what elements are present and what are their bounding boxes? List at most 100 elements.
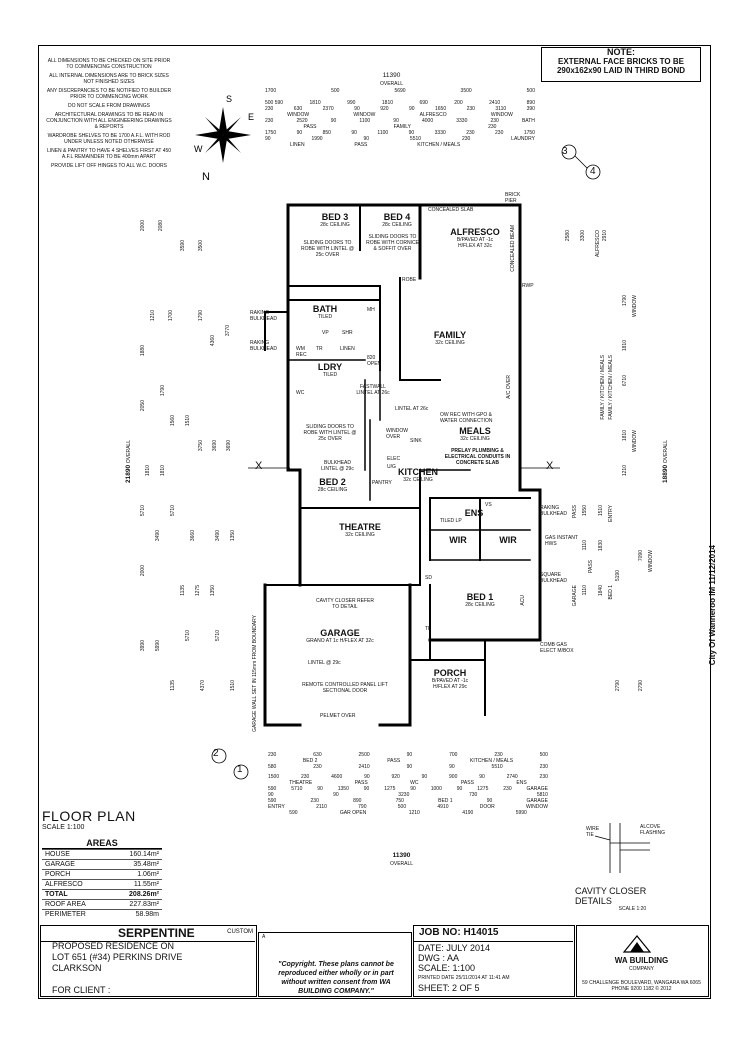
dim-text: 90 xyxy=(393,118,399,124)
note-raking-bulkhead-2: RAKING BULKHEAD xyxy=(250,340,277,352)
note-line-2: 290x162x90 LAID IN THIRD BOND xyxy=(556,66,686,75)
overall-top-label: OVERALL xyxy=(380,81,404,87)
dim-label: WC xyxy=(410,780,419,786)
dim-text: 230 xyxy=(300,774,310,780)
room-kitchen: KITCHEN 32c CEILING xyxy=(388,467,448,483)
dim-text: 90 xyxy=(364,774,370,780)
dim-text: 690 xyxy=(419,100,428,106)
dim-text: 750 xyxy=(395,798,404,804)
dim-text: 390 xyxy=(526,106,535,112)
dim-text: 5510 xyxy=(491,764,503,770)
dim-text: 500 xyxy=(331,88,340,94)
dim-label: 2110 xyxy=(316,804,327,810)
dim-text: 90 xyxy=(351,130,357,136)
dim-text: 4000 xyxy=(421,118,434,124)
dim-text: 90 xyxy=(410,786,416,792)
note-sink: SINK xyxy=(410,438,422,444)
company-name: WA BUILDING xyxy=(614,956,669,965)
dim-text: LAUNDRY xyxy=(511,136,535,142)
room-name: FAMILY xyxy=(433,330,467,340)
room-wir-1: WIR xyxy=(440,535,476,545)
dim-label: WINDOW xyxy=(353,112,376,118)
dim-label: LINEN xyxy=(289,142,305,148)
dim-text: 5990 xyxy=(515,810,527,816)
dim-text: 90 xyxy=(449,764,455,770)
note-sliding-bed4: SLIDING DOORS TO ROBE WITH CORNICE & SOF… xyxy=(366,234,419,252)
dim-label: FAMILY xyxy=(393,124,411,130)
dim-text: 3330 xyxy=(456,118,468,124)
cavity-alcove-label: ALCOVE FLASHING xyxy=(640,824,666,836)
dim-text: 230 xyxy=(503,786,512,792)
area-label: HOUSE xyxy=(42,849,110,860)
general-note: ALL INTERNAL DIMENSIONS ARE TO BRICK SIZ… xyxy=(49,73,169,85)
dim-label: BED 2 xyxy=(302,758,318,764)
note-fastwall: FASTWALL LINTEL AT 26c xyxy=(356,384,390,396)
note-window-over: WINDOW OVER xyxy=(386,428,408,440)
dim-text: 890 xyxy=(526,100,535,106)
dim-label: 230 xyxy=(488,124,497,130)
note-prelay: PRELAY PLUMBING & ELECTRICAL CONDUITS IN… xyxy=(444,448,511,466)
design-custom: CUSTOM xyxy=(227,929,253,935)
dim-text: 580 xyxy=(268,764,277,770)
section-arrow-icon xyxy=(561,144,601,180)
dim-text: 1810 xyxy=(309,100,321,106)
note-elec: ELEC xyxy=(387,456,401,462)
compass-n: N xyxy=(202,171,210,183)
dim-text: 500 xyxy=(526,88,535,94)
dim-text: 630 xyxy=(313,752,322,758)
area-value: 58.98m xyxy=(109,909,162,919)
dim-text: 4600 xyxy=(331,774,343,780)
project-address: PROPOSED RESIDENCE ON LOT 651 (#34) PERK… xyxy=(52,941,182,974)
title-block-company xyxy=(576,925,709,997)
job-scale: SCALE: 1:100 xyxy=(418,963,476,973)
note-raking-bulkhead: RAKING BULKHEAD xyxy=(250,310,277,322)
dim-text: 1275 xyxy=(384,786,396,792)
room-name: LDRY xyxy=(317,362,343,372)
dim-label: 90 xyxy=(486,798,493,804)
note-wm: WM xyxy=(296,346,305,352)
note-wc: WC xyxy=(296,390,305,396)
cavity-wire-label: WIRE TIE xyxy=(586,826,600,838)
dim-text: 1210 xyxy=(408,810,420,816)
dim-text: 1810 xyxy=(381,100,394,106)
room-floor: B/PAVED AT -1c xyxy=(456,237,494,243)
room-name: BED 4 xyxy=(383,212,411,222)
section-arrow-bottom-icon xyxy=(211,748,249,780)
dim-label: GAR OPEN xyxy=(339,810,367,816)
room-ceiling: 28c CEILING xyxy=(382,222,412,228)
dim-text: 4190 xyxy=(462,810,474,816)
section-mark-2: 2 xyxy=(213,748,219,759)
dim-text: 3230 xyxy=(398,792,410,798)
dim-text: 90 xyxy=(330,118,337,124)
job-sheet: SHEET: 2 OF 5 xyxy=(418,983,480,993)
room-bed-4: BED 4 28c CEILING xyxy=(372,212,422,228)
dim-text: 920 xyxy=(391,774,400,780)
note-ac-over: A/C OVER xyxy=(506,375,512,399)
room-porch: PORCH B/PAVED AT -1c H/FLEX AT 29c xyxy=(420,668,480,690)
dim-text: 230 xyxy=(310,798,319,804)
note-ug: U/G xyxy=(387,464,396,470)
dim-text: 90 xyxy=(333,792,339,798)
area-value: 35.48m² xyxy=(109,859,162,870)
room-bed-2: BED 2 28c CEILING xyxy=(310,477,355,493)
room-bath: BATH TILED xyxy=(305,304,345,320)
note-robe: ROBE xyxy=(402,277,417,283)
area-value: 1.06m² xyxy=(109,869,162,880)
note-vp: VP xyxy=(322,330,329,336)
room-garage: GARAGE GRANO AT 1c H/FLEX AT 32c xyxy=(290,628,390,644)
note-comb-gas: COMB GAS ELECT M/BOX xyxy=(540,642,574,654)
dim-label: DOOR xyxy=(479,804,495,810)
dim-text: 590 xyxy=(289,810,298,816)
cavity-title-1: CAVITY CLOSER xyxy=(575,886,647,896)
company-address: 59 CHALLENGE BOULEVARD, WANGARA WA 6065 xyxy=(582,980,701,986)
job-details: DATE: JULY 2014 DWG : AA SCALE: 1:100 PR… xyxy=(418,943,510,993)
area-label: PERIMETER xyxy=(42,909,110,919)
compass-e: E xyxy=(248,112,254,122)
compass-w: W xyxy=(194,144,203,154)
general-note: DO NOT SCALE FROM DRAWINGS xyxy=(68,103,150,109)
dim-text: 1750 xyxy=(523,130,535,136)
dim-text: 90 xyxy=(456,786,463,792)
note-tiled-lp: TILED LP xyxy=(440,518,462,524)
